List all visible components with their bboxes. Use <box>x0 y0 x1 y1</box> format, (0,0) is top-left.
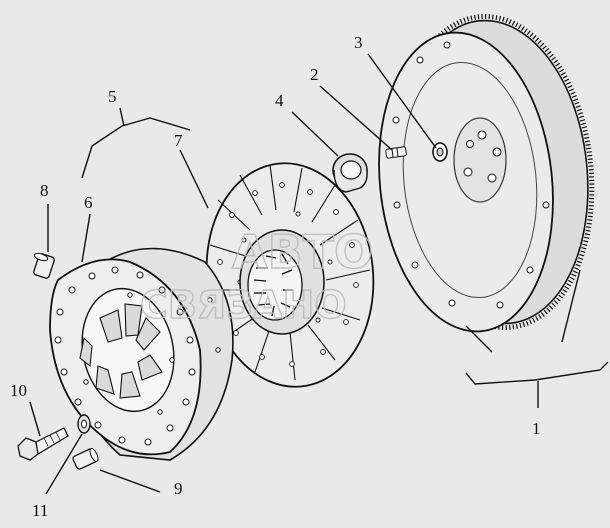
bolt <box>17 427 69 461</box>
callout-6: 6 <box>84 193 93 212</box>
leader-4 <box>291 111 339 157</box>
callout-4: 4 <box>275 91 284 110</box>
callout-3: 3 <box>354 33 363 52</box>
callout-11: 11 <box>32 501 48 520</box>
watermark: АВТО СВЯЗАНО <box>139 224 374 327</box>
leader-6 <box>81 213 91 263</box>
watermark-line1: АВТО <box>232 225 373 279</box>
pin-lower <box>72 448 99 470</box>
washer <box>77 414 91 434</box>
callout-1: 1 <box>532 419 541 438</box>
callout-2: 2 <box>310 65 319 84</box>
flywheel <box>378 14 595 333</box>
callout-10: 10 <box>10 381 27 400</box>
callout-labels: 1 2 3 4 5 6 7 8 9 10 11 <box>10 33 541 520</box>
leader-9 <box>99 469 161 493</box>
leader-1-a <box>465 325 493 353</box>
callout-7: 7 <box>174 131 183 150</box>
callout-8: 8 <box>40 181 49 200</box>
leader-1-b <box>561 269 581 343</box>
watermark-line2: СВЯЗАНО <box>140 283 347 327</box>
leader-2 <box>319 85 393 151</box>
callout-9: 9 <box>174 479 183 498</box>
leader-lines <box>29 53 609 495</box>
pressure-plate <box>49 247 234 461</box>
callout-5: 5 <box>108 87 117 106</box>
leader-5-stem <box>119 107 125 127</box>
leader-11 <box>45 433 83 495</box>
leader-10 <box>29 401 41 437</box>
leader-7 <box>179 149 209 209</box>
pin-upper <box>33 252 55 279</box>
clutch-disc <box>205 162 375 388</box>
leader-5-bracket <box>81 117 191 179</box>
seal-ring <box>332 153 368 193</box>
leader-3 <box>367 53 437 149</box>
leader-1-bracket <box>465 361 609 385</box>
